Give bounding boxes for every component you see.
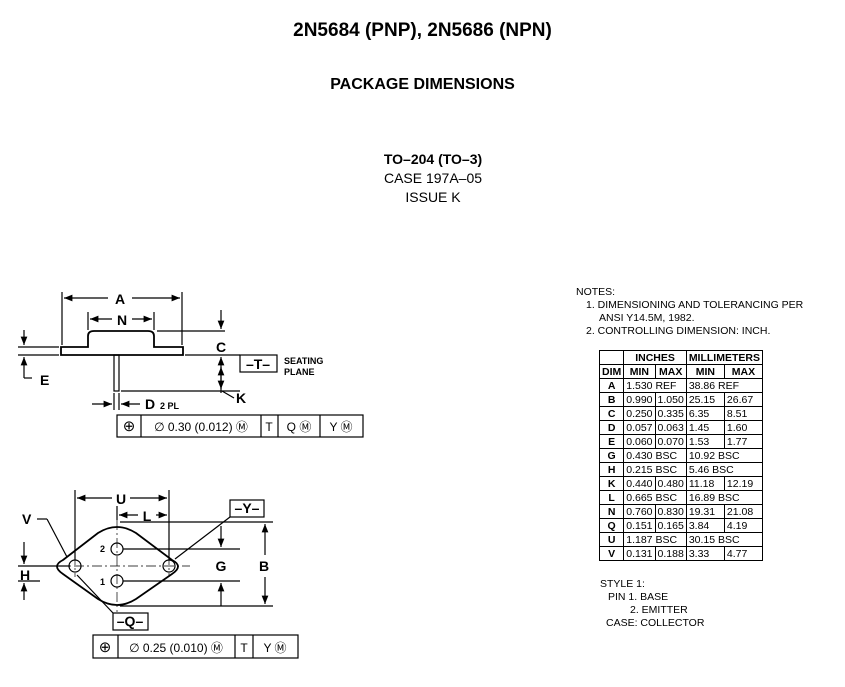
mm-max-cell: 4.77 xyxy=(723,546,763,561)
dim-U-label: U xyxy=(116,491,126,507)
inches-min-cell: 0.057 xyxy=(623,420,656,435)
datum-Q-label: –Q– xyxy=(117,613,144,629)
pin-2-label: 2 xyxy=(100,544,105,554)
top-fcf-datum-T: T xyxy=(240,641,248,655)
datum-T-box xyxy=(239,354,278,373)
dim-A-label: A xyxy=(115,291,125,307)
dim-H-label: H xyxy=(20,567,30,583)
style-case: CASE: COLLECTOR xyxy=(606,617,705,629)
datum-Y-box xyxy=(229,499,265,518)
package-info: TO–204 (TO–3) CASE 197A–05 ISSUE K xyxy=(333,150,533,207)
side-fcf-datum-Y: Y Ⓜ xyxy=(329,420,352,434)
header-inches: INCHES xyxy=(623,350,687,365)
mm-min-cell: 3.33 xyxy=(685,546,725,561)
dimensions-table: INCHES MILLIMETERS DIM MIN MAX MIN MAX A… xyxy=(598,350,763,561)
mm-span-cell: 10.92 BSC xyxy=(685,448,763,463)
side-body-outline xyxy=(60,330,184,356)
style-pin2: 2. EMITTER xyxy=(630,604,688,616)
top-fcf xyxy=(92,634,299,659)
dim-K-label: K xyxy=(236,390,246,406)
mm-span-cell: 16.89 BSC xyxy=(685,490,763,505)
package-name: TO–204 (TO–3) xyxy=(383,151,483,167)
mm-max-cell: 4.19 xyxy=(723,518,763,533)
section-heading: PACKAGE DIMENSIONS xyxy=(330,76,515,93)
inches-min-cell: 0.060 xyxy=(623,434,656,449)
top-fcf-datum-Y: Y Ⓜ xyxy=(263,641,286,655)
side-pin xyxy=(113,354,120,392)
note-1-cont: ANSI Y14.5M, 1982. xyxy=(599,312,695,324)
top-body-outline xyxy=(56,526,179,606)
header-dim: DIM xyxy=(598,364,625,379)
side-fcf-datum-Q: Q Ⓜ xyxy=(287,420,312,434)
mm-min-cell: 6.35 xyxy=(685,406,725,421)
case-number: CASE 197A–05 xyxy=(383,170,483,186)
style-block: STYLE 1: PIN 1. BASE 2. EMITTER CASE: CO… xyxy=(600,578,704,630)
header-in-max: MAX xyxy=(654,364,687,379)
notes-heading: NOTES: xyxy=(576,286,616,298)
dim-cell: V xyxy=(598,546,625,561)
seating-label-2: PLANE xyxy=(284,367,315,377)
inches-span-cell: 1.530 REF xyxy=(623,378,687,393)
side-view xyxy=(18,292,364,438)
seating-label-1: SEATING xyxy=(284,356,323,366)
style-heading: STYLE 1: xyxy=(600,578,645,590)
mm-min-cell: 1.45 xyxy=(685,420,725,435)
table-header-row: INCHES MILLIMETERS xyxy=(598,350,763,365)
position-symbol-icon: ⊕ xyxy=(123,418,136,435)
inches-span-cell: 1.187 BSC xyxy=(623,532,687,547)
header-mm-min: MIN xyxy=(685,364,725,379)
side-fcf-tolerance: ∅ 0.30 (0.012) Ⓜ xyxy=(154,420,248,434)
dim-E-label: E xyxy=(40,372,49,388)
side-fcf xyxy=(116,414,364,438)
inches-span-cell: 0.665 BSC xyxy=(623,490,687,505)
datum-T-label: –T– xyxy=(246,356,270,372)
note-2: 2. CONTROLLING DIMENSION: INCH. xyxy=(586,325,771,337)
inches-min-cell: 0.250 xyxy=(623,406,656,421)
dim-C-label: C xyxy=(216,339,226,355)
inches-max-cell: 0.188 xyxy=(654,546,687,561)
inches-max-cell: 0.335 xyxy=(654,406,687,421)
header-mm: MILLIMETERS xyxy=(685,350,763,365)
datum-Q-box xyxy=(112,612,149,631)
issue-label: ISSUE K xyxy=(405,189,461,205)
mm-max-cell: 12.19 xyxy=(723,476,763,491)
dim-D-label: D xyxy=(145,396,155,412)
datum-Y-label: –Y– xyxy=(235,500,260,516)
mm-max-cell: 1.77 xyxy=(723,434,763,449)
notes-block: NOTES: 1. DIMENSIONING AND TOLERANCING P… xyxy=(576,286,803,338)
page-title: 2N5684 (PNP), 2N5686 (NPN) xyxy=(293,20,552,41)
dim-N-label: N xyxy=(117,312,127,328)
mm-max-cell: 26.67 xyxy=(723,392,763,407)
inches-max-cell: 0.830 xyxy=(654,504,687,519)
top-view xyxy=(18,490,299,659)
inches-min-cell: 0.440 xyxy=(623,476,656,491)
dim-D-note: 2 PL xyxy=(160,401,180,411)
dim-G-label: G xyxy=(216,558,227,574)
dim-B-label: B xyxy=(259,558,269,574)
dim-L-label: L xyxy=(143,508,152,524)
top-fcf-tolerance: ∅ 0.25 (0.010) Ⓜ xyxy=(129,641,223,655)
dim-V-label: V xyxy=(22,511,32,527)
side-fcf-datum-T: T xyxy=(265,420,273,434)
inches-min-cell: 0.990 xyxy=(623,392,656,407)
inches-span-cell: 0.430 BSC xyxy=(623,448,687,463)
inches-max-cell: 0.070 xyxy=(654,434,687,449)
inches-max-cell: 0.063 xyxy=(654,420,687,435)
inches-min-cell: 0.131 xyxy=(623,546,656,561)
mm-span-cell: 30.15 BSC xyxy=(685,532,763,547)
style-pin1: PIN 1. BASE xyxy=(608,591,669,603)
position-symbol-icon-2: ⊕ xyxy=(99,639,112,656)
pin-1-label: 1 xyxy=(100,577,105,587)
note-1: 1. DIMENSIONING AND TOLERANCING PER xyxy=(586,299,804,311)
